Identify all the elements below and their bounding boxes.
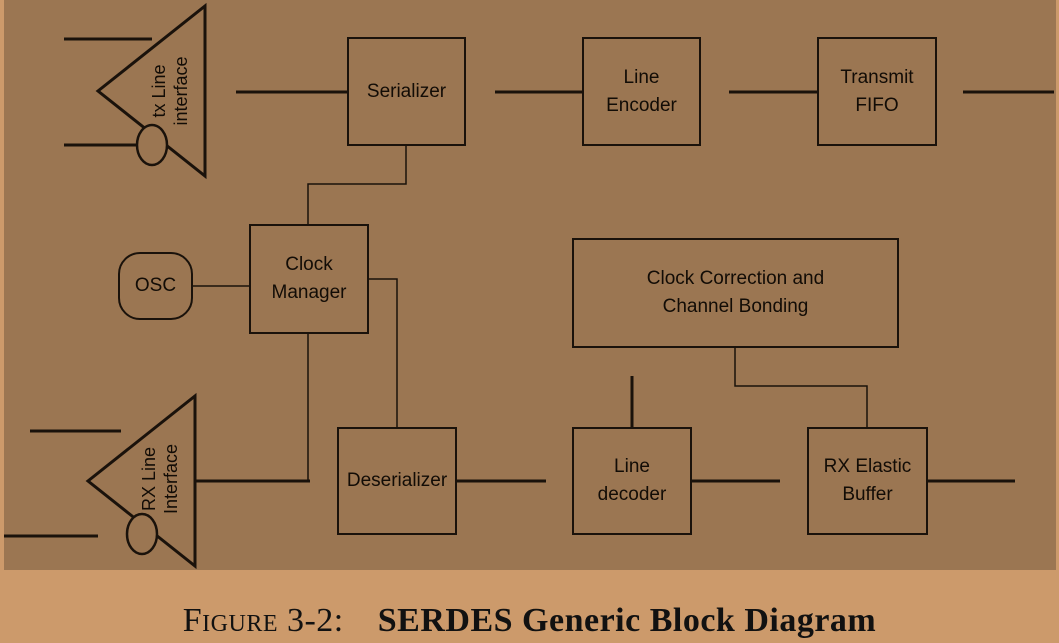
transmit-fifo-block: Transmit FIFO xyxy=(817,37,937,146)
rx-line-interface-circle xyxy=(125,512,159,556)
line-encoder-label: Line Encoder xyxy=(606,66,677,116)
serializer-block: Serializer xyxy=(347,37,466,146)
clock-manager-block: Clock Manager xyxy=(249,224,369,334)
wire-correction-to-buffer xyxy=(734,347,868,427)
deserializer-label: Deserializer xyxy=(346,470,448,491)
wire-clock-to-deserializer xyxy=(368,278,398,427)
serializer-label: Serializer xyxy=(366,80,447,102)
figure-caption: Figure 3-2: SERDES Generic Block Diagram xyxy=(0,602,1059,640)
line-decoder-block: Line decoder xyxy=(572,427,692,535)
diagram-panel xyxy=(4,0,1056,570)
line-decoder-label: Line decoder xyxy=(597,456,667,505)
clock-correction-label: Clock Correction and Channel Bonding xyxy=(646,268,825,317)
rx-line-interface-label: RX Line Interface xyxy=(139,443,181,515)
osc-label: OSC xyxy=(134,275,177,296)
osc-block: OSC xyxy=(118,252,193,320)
rx-elastic-buffer-label: RX Elastic Buffer xyxy=(823,456,912,505)
wire-clock-to-serializer xyxy=(307,146,407,224)
tx-line-interface-label: tx Line interface xyxy=(149,56,191,126)
deserializer-block: Deserializer xyxy=(337,427,457,535)
figure-title: SERDES Generic Block Diagram xyxy=(377,602,877,639)
figure-number: Figure 3-2: xyxy=(182,602,344,639)
rx-elastic-buffer-block: RX Elastic Buffer xyxy=(807,427,928,535)
clock-correction-block: Clock Correction and Channel Bonding xyxy=(572,238,899,348)
line-encoder-block: Line Encoder xyxy=(582,37,701,146)
clock-manager-label: Clock Manager xyxy=(271,254,347,303)
transmit-fifo-label: Transmit FIFO xyxy=(840,66,914,116)
